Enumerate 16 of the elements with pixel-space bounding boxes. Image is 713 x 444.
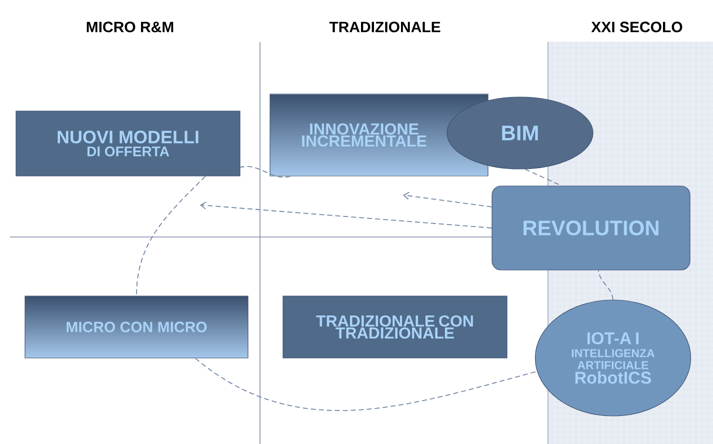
arrow: [403, 192, 492, 208]
rounded-box: REVOLUTION: [492, 186, 690, 270]
column-header: TRADIZIONALE: [329, 22, 440, 32]
process-box: NUOVI MODELLI DI OFFERTA: [16, 110, 240, 176]
column-header: MICRO R&M: [86, 22, 174, 32]
connector-line: [240, 166, 291, 178]
process-box: MICRO CON MICRO: [24, 296, 248, 358]
process-box: TRADIZIONALE CON TRADIZIONALE: [282, 296, 508, 358]
connector-line: [524, 168, 562, 186]
arrow: [200, 202, 492, 228]
column-header: XXI SECOLO: [591, 22, 682, 32]
connector-line: [194, 358, 538, 411]
connector-line: [598, 270, 614, 300]
connector-line: [136, 176, 206, 296]
ellipse-node: BIM: [446, 96, 594, 170]
ellipse-node: IOT-A I INTELLIGENZA ARTIFICIALE RobotICS: [534, 300, 692, 416]
